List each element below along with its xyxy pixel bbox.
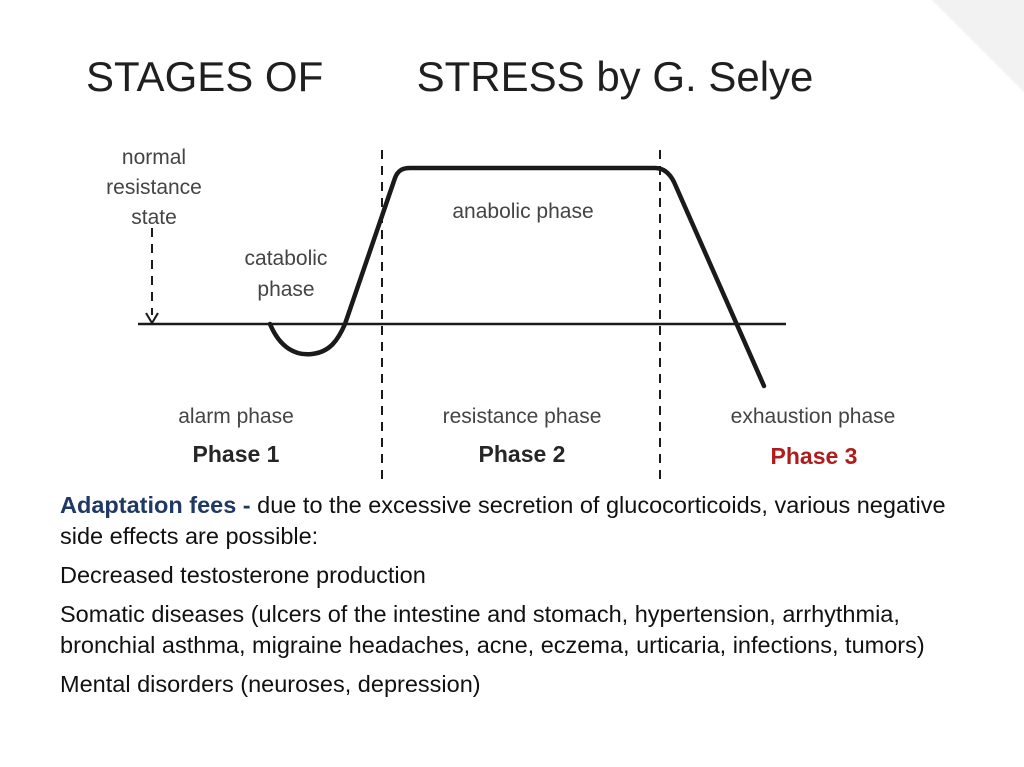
label-normal-2: resistance bbox=[106, 176, 202, 199]
slide-title: STAGES OF STRESS by G. Selye bbox=[86, 53, 814, 100]
lead-paragraph: Adaptation fees - due to the excessive s… bbox=[60, 490, 960, 552]
label-normal-3: state bbox=[131, 206, 177, 229]
phase-2-name: resistance phase bbox=[443, 405, 602, 428]
stress-stages-diagram: normal resistance state catabolic phase … bbox=[106, 146, 896, 485]
lead-heading: Adaptation fees - bbox=[60, 492, 258, 518]
label-normal-1: normal bbox=[122, 146, 186, 169]
phase-3-label: Phase 3 bbox=[771, 443, 858, 469]
phase-1-name: alarm phase bbox=[178, 405, 294, 428]
phase-1-label: Phase 1 bbox=[193, 441, 280, 467]
label-anabolic: anabolic phase bbox=[452, 200, 593, 223]
corner-decoration bbox=[932, 0, 1024, 92]
label-catabolic-2: phase bbox=[257, 278, 314, 301]
label-catabolic-1: catabolic bbox=[245, 247, 328, 270]
phase-3-name: exhaustion phase bbox=[731, 405, 896, 428]
side-effect-item: Decreased testosterone production bbox=[60, 562, 426, 588]
arrow-head bbox=[145, 312, 159, 325]
lead-text: due to the excessive secretion of glucoc… bbox=[60, 492, 946, 549]
side-effect-item: Somatic diseases (ulcers of the intestin… bbox=[60, 601, 925, 658]
stress-curve bbox=[267, 165, 767, 389]
phase-2-label: Phase 2 bbox=[479, 441, 566, 467]
body-text: Adaptation fees - due to the excessive s… bbox=[60, 490, 960, 708]
side-effect-item: Mental disorders (neuroses, depression) bbox=[60, 671, 481, 697]
